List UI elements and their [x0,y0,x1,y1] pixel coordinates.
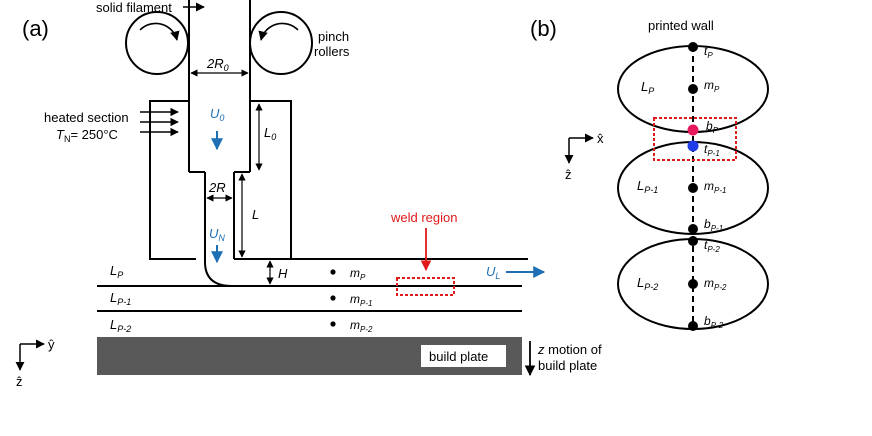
left-pinch-roller [125,11,189,75]
bead-label-p2: LP-2 [637,275,658,292]
label-t-p: tP [704,44,713,60]
weld-region-box [396,277,455,296]
point-m-p [688,84,698,94]
label-m-p1: mP-1 [704,179,726,195]
point-b-p [687,124,699,136]
weld-region-label: weld region [390,210,458,225]
layer-label-p2: LP-2 [110,317,131,334]
midpoint-p-label: mP [350,266,366,282]
axis-z-label-b: ẑ [565,167,572,182]
z-motion-label-2: build plate [538,358,597,373]
point-b-p2 [688,321,698,331]
point-t-p2 [688,236,698,246]
point-t-p [688,42,698,52]
axis-z-label-a: ẑ [16,374,23,389]
pinch-rollers-label-1: pinch [318,29,349,44]
panel-b-label: (b) [530,16,557,41]
heater-housing-left [149,100,196,260]
l-label: L [252,207,259,222]
l0-label: L0 [264,125,276,142]
label-t-p2: tP-2 [704,238,720,254]
point-b-p1 [688,224,698,234]
point-m-p2 [688,279,698,289]
printed-wall-title: printed wall [648,18,714,33]
z-motion-label-1: z motion of [537,342,602,357]
u0-label: U0 [210,106,224,123]
midpoint-p2-dot [330,321,336,327]
label-m-p: mP [704,78,720,94]
label-m-p2: mP-2 [704,276,727,292]
midpoint-p1-label: mP-1 [350,292,372,308]
label-b-p: bP [706,119,719,135]
right-pinch-roller [249,11,313,75]
heated-section-label: heated section [44,110,129,125]
un-label: UN [209,226,225,243]
h-label: H [278,266,288,281]
panel-a-label: (a) [22,16,49,41]
nozzle-temperature-label: TN= 250°C [56,127,118,144]
build-plate-label: build plate [429,349,488,364]
label-b-p2: bP-2 [704,314,724,330]
axis-y-label: ŷ [48,337,55,352]
bead-label-p: LP [641,79,654,96]
r0-label: 2R0 [206,56,229,73]
layer-label-p: LP [110,263,123,280]
r-label: 2R [208,180,226,195]
midpoint-p2-label: mP-2 [350,318,373,334]
point-t-p1 [687,140,699,152]
bead-label-p1: LP-1 [637,178,658,195]
axis-x-label: x̂ [597,131,604,146]
label-t-p1: tP-1 [704,142,720,158]
ul-label: UL [486,264,500,281]
weld-box-b [653,117,737,161]
pinch-rollers-label-2: rollers [314,44,350,59]
label-b-p1: bP-1 [704,217,723,233]
build-plate-label-box [421,345,506,367]
midpoint-p1-dot [330,295,336,301]
axes-b: x̂ ẑ [564,131,604,182]
midpoint-p-dot [330,269,336,275]
axes-a: ŷ ẑ [15,337,55,389]
point-m-p1 [688,183,698,193]
layer-label-p1: LP-1 [110,290,131,307]
